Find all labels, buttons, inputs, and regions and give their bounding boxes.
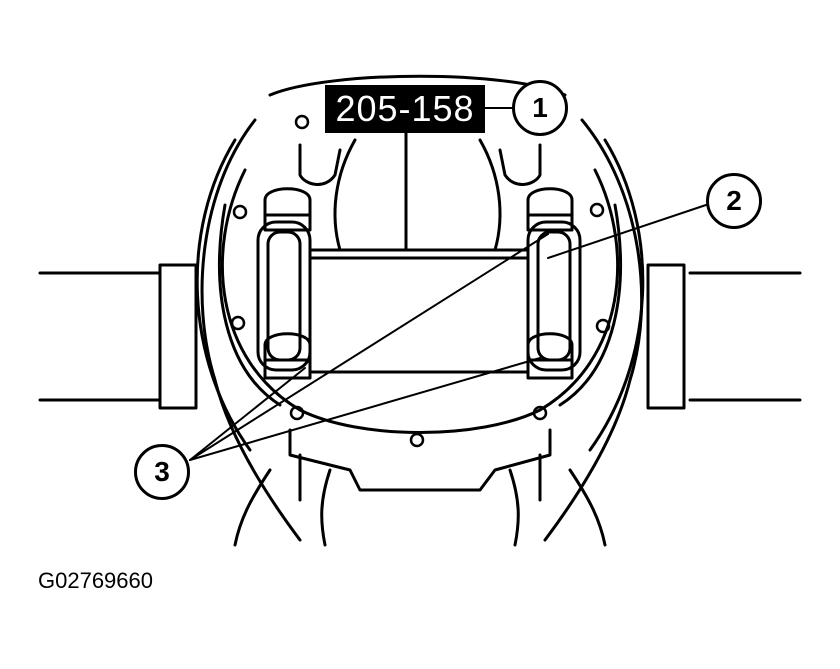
housing-bolt-holes — [230, 114, 611, 448]
housing-outline — [200, 118, 302, 542]
left-axle-tube — [38, 263, 198, 410]
callout-1: 1 — [512, 80, 568, 136]
tool-number-label: 205-158 — [325, 85, 485, 133]
leader-lines — [189, 107, 707, 461]
right-axle-tube — [646, 263, 802, 410]
callout-2: 2 — [706, 173, 762, 229]
left-bearing-cap — [256, 187, 312, 380]
callout-3: 3 — [134, 444, 190, 500]
right-bearing-cap — [526, 187, 582, 380]
housing-flange — [220, 168, 620, 434]
figure-id: G02769660 — [38, 568, 153, 593]
